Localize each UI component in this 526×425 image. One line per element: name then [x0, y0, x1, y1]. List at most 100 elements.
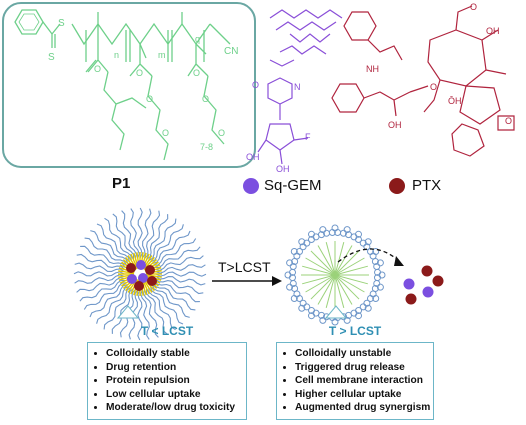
- collapsed-coil: [299, 243, 307, 251]
- collapsed-coil: [376, 259, 384, 267]
- corona-chain: [89, 283, 129, 318]
- corona-chain: [145, 288, 168, 335]
- collapsed-coil: [355, 307, 363, 315]
- collapsed-coil: [345, 311, 353, 319]
- corona-chain: [155, 271, 207, 277]
- collapsed-coil: [298, 304, 306, 312]
- corona-chain: [74, 274, 125, 284]
- corona-chain: [90, 230, 129, 264]
- core-chain: [334, 274, 360, 300]
- list-item: Moderate/low drug toxicity: [106, 401, 246, 415]
- corona-chain: [96, 285, 130, 324]
- above-lcst-panel: T > LCST Colloidally unstable Triggered …: [276, 324, 434, 420]
- svg-text:O: O: [136, 68, 143, 78]
- benzene-ring: [14, 9, 44, 35]
- corona-chain: [80, 245, 126, 268]
- collapsed-coil: [299, 299, 307, 307]
- corona-chain: [148, 218, 177, 261]
- corona-chain: [96, 223, 131, 263]
- collapsed-coil: [364, 304, 372, 312]
- below-lcst-list: Colloidally stable Drug retention Protei…: [88, 343, 246, 415]
- core-chain: [334, 245, 353, 276]
- collapsed-coil: [284, 271, 292, 279]
- core-chain: [334, 274, 368, 285]
- core-chain: [305, 257, 336, 276]
- corona-chain: [153, 282, 196, 311]
- list-item: Low cellular uptake: [106, 388, 246, 402]
- end-group-cn: CN: [224, 46, 238, 57]
- encapsulated-ptx: [147, 276, 157, 286]
- corona-chain: [144, 210, 161, 259]
- collapsed-coil: [369, 290, 377, 298]
- corona-chain: [137, 289, 143, 341]
- sq-gem-structure: [257, 9, 343, 165]
- collapsed-coil: [288, 274, 296, 282]
- core-chain: [334, 274, 345, 308]
- list-item: Cell membrane interaction: [295, 374, 433, 388]
- corona-chain: [103, 287, 132, 330]
- gem-n-label: N: [294, 82, 301, 92]
- polymer-structure: [14, 9, 231, 161]
- ptx-legend-dot: [389, 178, 405, 194]
- list-item: Colloidally unstable: [295, 347, 433, 361]
- below-lcst-title: T < LCST: [140, 324, 194, 338]
- repeat-unit-label: 7-8: [200, 142, 213, 152]
- core-chain: [310, 274, 336, 300]
- collapsed-coil: [291, 285, 299, 293]
- sq-gem-legend-dot: [243, 178, 259, 194]
- corona-chain: [137, 207, 143, 259]
- release-arrowhead: [394, 256, 404, 266]
- corona-chain: [76, 253, 125, 270]
- released-ptx: [405, 293, 417, 305]
- encapsulated-sqgem: [138, 273, 148, 283]
- collapsed-coil: [319, 226, 327, 234]
- collapsed-coil: [359, 303, 367, 311]
- encapsulated-ptx: [126, 263, 136, 273]
- corona-chain: [155, 264, 206, 274]
- core-chain: [305, 274, 336, 293]
- corona-chain: [154, 246, 201, 269]
- collapsed-coil: [307, 235, 315, 243]
- encapsulated-ptx: [145, 265, 155, 275]
- collapsed-coil: [371, 257, 379, 265]
- corona-chain: [104, 217, 132, 261]
- svg-text:O: O: [162, 128, 169, 138]
- collapsed-coil: [343, 226, 351, 234]
- corona-chain: [112, 213, 135, 260]
- gem-o-label: O: [252, 80, 259, 90]
- list-item: Triggered drug release: [295, 361, 433, 375]
- transition-arrowhead: [272, 276, 282, 286]
- svg-text:O: O: [218, 128, 225, 138]
- below-lcst-panel: T < LCST Colloidally stable Drug retenti…: [87, 324, 247, 420]
- corona-chain: [149, 285, 184, 325]
- corona-chain: [154, 280, 200, 303]
- collapsed-coil: [298, 238, 306, 246]
- core-chain: [317, 274, 336, 305]
- release-arrow: [337, 248, 401, 263]
- ptx-nh-label: NH: [366, 64, 379, 74]
- core-chain: [334, 265, 368, 276]
- ptx-o-label-2: O: [505, 116, 512, 126]
- collapsed-coil: [350, 233, 358, 241]
- list-item: Higher cellular uptake: [295, 388, 433, 402]
- corona-chain: [146, 214, 169, 260]
- collapsed-coil: [376, 283, 384, 291]
- ptx-oh-label-1: OH: [388, 120, 402, 130]
- corona-chain: [155, 255, 204, 271]
- collapsed-coil: [378, 271, 386, 279]
- list-item: Drug retention: [106, 361, 246, 375]
- collapsed-coil: [364, 238, 372, 246]
- polymer-frame: [2, 2, 256, 168]
- core-chain: [317, 245, 336, 276]
- corona-chain: [76, 277, 125, 293]
- collapsed-coil: [319, 316, 327, 324]
- ptx-oh-label-3: ŌH: [448, 96, 462, 106]
- core-chain: [334, 257, 365, 276]
- collapsed-coil: [312, 309, 320, 317]
- released-ptx: [421, 265, 433, 277]
- corona-chain: [74, 262, 125, 273]
- core-chain: [334, 250, 360, 276]
- released-drugs: [403, 265, 444, 305]
- collapsed-coil: [359, 239, 367, 247]
